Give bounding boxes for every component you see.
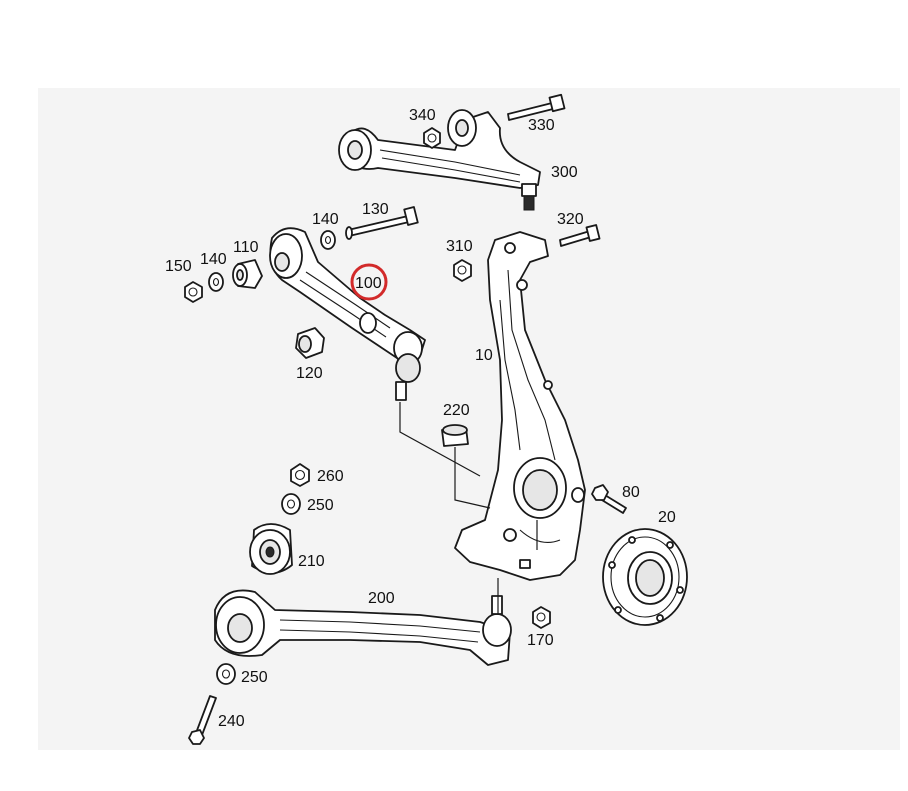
label-80[interactable]: 80 xyxy=(622,484,640,501)
washer-140-upper[interactable] xyxy=(320,230,336,250)
label-120[interactable]: 120 xyxy=(296,365,323,382)
label-310[interactable]: 310 xyxy=(446,238,473,255)
label-130[interactable]: 130 xyxy=(362,201,389,218)
label-110[interactable]: 110 xyxy=(233,239,259,256)
label-340[interactable]: 340 xyxy=(409,107,436,124)
label-260[interactable]: 260 xyxy=(317,468,344,485)
bolt-320[interactable] xyxy=(559,224,601,247)
label-250-upper[interactable]: 250 xyxy=(307,497,334,514)
lower-control-arm-200[interactable] xyxy=(214,589,512,666)
highlight-circle-100 xyxy=(350,263,388,301)
label-200[interactable]: 200 xyxy=(368,590,395,607)
bolt-240[interactable] xyxy=(188,695,217,745)
bushing-120[interactable] xyxy=(295,327,325,359)
bolt-330[interactable] xyxy=(507,93,566,121)
label-140-upper[interactable]: 140 xyxy=(312,211,339,228)
nut-170[interactable] xyxy=(532,606,551,629)
nut-150[interactable] xyxy=(184,281,203,303)
label-320[interactable]: 320 xyxy=(557,211,584,228)
bushing-110[interactable] xyxy=(232,259,263,289)
part-labels: 10 20 80 100 110 120 130 140 140 150 170… xyxy=(165,107,676,730)
label-330[interactable]: 330 xyxy=(528,117,555,134)
washer-250-lower[interactable] xyxy=(216,663,236,685)
label-220[interactable]: 220 xyxy=(443,402,470,419)
leader-lines xyxy=(399,402,538,614)
label-100[interactable]: 100 xyxy=(355,275,382,292)
nut-310[interactable] xyxy=(453,259,472,282)
washer-250-upper[interactable] xyxy=(281,493,301,515)
bolt-80[interactable] xyxy=(591,484,627,514)
bolt-130[interactable] xyxy=(345,206,419,240)
nut-340[interactable] xyxy=(423,127,441,149)
label-140-lower[interactable]: 140 xyxy=(200,251,227,268)
label-20[interactable]: 20 xyxy=(658,509,676,526)
label-300[interactable]: 300 xyxy=(551,164,578,181)
steering-knuckle-10[interactable] xyxy=(454,231,586,581)
nut-260[interactable] xyxy=(290,463,310,487)
wheel-hub-20[interactable] xyxy=(602,528,688,626)
label-240[interactable]: 240 xyxy=(218,713,245,730)
bushing-210[interactable] xyxy=(249,523,293,575)
nut-220[interactable] xyxy=(441,424,469,447)
label-150[interactable]: 150 xyxy=(165,258,192,275)
label-210[interactable]: 210 xyxy=(298,553,325,570)
label-10[interactable]: 10 xyxy=(475,347,493,364)
label-250-lower[interactable]: 250 xyxy=(241,669,268,686)
label-170[interactable]: 170 xyxy=(527,632,554,649)
control-arm-100[interactable] xyxy=(269,227,426,401)
upper-control-arm-300[interactable] xyxy=(338,109,541,211)
washer-140-lower[interactable] xyxy=(208,272,224,292)
